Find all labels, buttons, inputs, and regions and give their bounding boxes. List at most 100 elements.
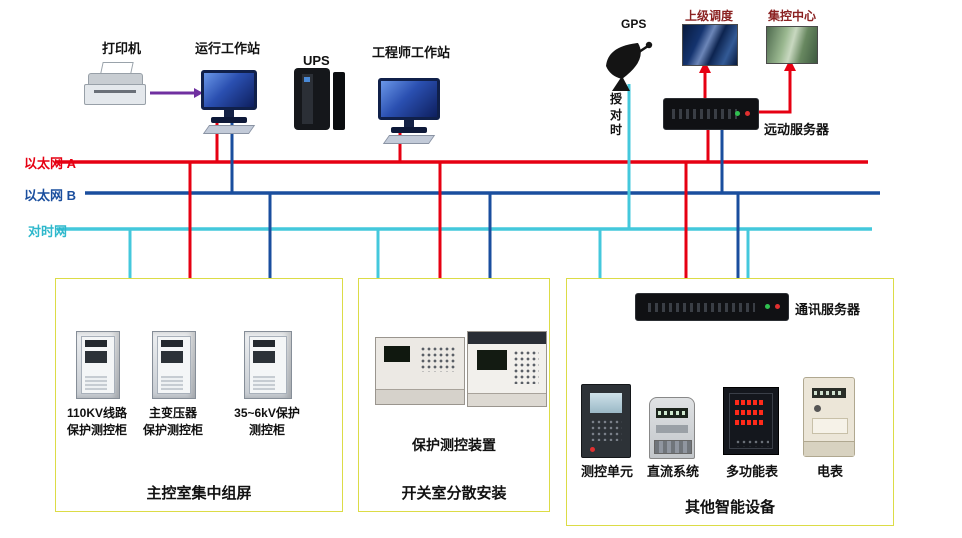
comm-server-leds <box>775 304 780 310</box>
superior-dispatch-photo <box>682 24 738 66</box>
device-buttons <box>513 350 539 384</box>
cabinet-slot <box>253 351 275 363</box>
printer-link-arrowhead <box>194 88 203 98</box>
dc-system-label: 直流系统 <box>646 464 699 479</box>
monitor-stand <box>404 120 414 127</box>
ethernet-a-label: 以太网 A <box>24 156 77 171</box>
electric-meter-label: 电表 <box>816 464 843 479</box>
protection-device-label: 保护测控装置 <box>412 437 496 453</box>
device-screen <box>590 393 622 413</box>
rtu-server-vents <box>671 109 738 120</box>
measure-control-unit-label: 测控单元 <box>580 464 633 479</box>
rtu-server-label: 远动服务器 <box>764 122 830 137</box>
device-top-band <box>468 332 546 344</box>
cabinet-slot <box>161 340 183 347</box>
control-center-photo <box>766 26 818 64</box>
cabinet-110kv-label: 110KV线路 保护测控柜 <box>55 405 139 440</box>
cabinet-35kv-label: 35~6kV保护 测控柜 <box>225 405 309 440</box>
electric-meter-image <box>803 377 855 457</box>
ups-label: UPS <box>303 53 330 68</box>
keyboard <box>382 135 436 144</box>
ups-front-panel <box>302 74 313 124</box>
cabinet-transformer-label-line1: 主变压器 <box>148 406 197 420</box>
cabinet-110kv-image <box>76 331 120 399</box>
printer-body <box>84 84 146 105</box>
device-base <box>468 393 546 406</box>
protection-device-a-image <box>375 337 465 405</box>
main-control-room-zone: 110KV线路 保护测控柜 主变压器 保护测控柜 35~6kV保护 测控柜 主控… <box>55 278 343 512</box>
cabinet-slot <box>161 351 183 363</box>
meter-terminal-cover <box>804 441 854 456</box>
meter-terminals <box>654 440 692 454</box>
device-buttons <box>590 419 622 441</box>
printer-output-slot <box>94 90 136 93</box>
operator-workstation-image <box>198 70 260 134</box>
ups-image <box>290 68 346 130</box>
monitor-screen <box>201 70 257 110</box>
switch-room-title: 开关室分散安装 <box>401 485 507 502</box>
switch-room-zone: 保护测控装置 开关室分散安装 <box>358 278 550 512</box>
cabinet-transformer-image <box>152 331 196 399</box>
time-net-drops <box>128 84 750 278</box>
cabinet-slot <box>85 340 107 347</box>
ups-display <box>304 77 310 82</box>
meter-display <box>656 408 688 418</box>
device-screen <box>384 346 410 362</box>
other-smart-devices-zone: 通讯服务器 测控单元 直流系统 多功能表 电表 其他智能设备 <box>566 278 894 526</box>
superior-dispatch-label: 上级调度 <box>685 9 734 23</box>
monitor-screen <box>378 78 440 120</box>
led-digits-row <box>735 410 765 415</box>
engineer-workstation-image <box>376 78 442 144</box>
device-led <box>590 447 595 452</box>
rtu-server-image <box>663 98 759 130</box>
meter-nameplate <box>656 425 688 433</box>
comm-server-label: 通讯服务器 <box>795 302 861 317</box>
cabinet-slot <box>85 351 107 363</box>
cabinet-110kv-label-line1: 110KV线路 <box>66 406 128 420</box>
control-center-label: 集控中心 <box>768 9 817 23</box>
measure-control-unit-image <box>581 384 631 458</box>
multifunction-meter-label: 多功能表 <box>725 464 778 479</box>
ethernet-b-label: 以太网 B <box>24 188 77 203</box>
main-control-room-title: 主控室集中组屏 <box>146 485 252 502</box>
engineer-workstation-label: 工程师工作站 <box>372 45 451 60</box>
red-up-arrowheads <box>699 59 796 73</box>
rtu-server-leds <box>745 111 750 116</box>
cabinet-110kv-label-line2: 保护测控柜 <box>66 423 127 438</box>
gps-dish-icon <box>606 41 653 91</box>
device-screen <box>477 350 507 370</box>
gps-antenna-image <box>602 38 660 92</box>
meter-digits <box>814 391 844 395</box>
cabinet-vents <box>161 376 183 390</box>
time-net-label: 对时网 <box>28 224 68 239</box>
cabinet-transformer-label-line2: 保护测控柜 <box>142 423 203 438</box>
led-digits-row <box>735 420 765 425</box>
printer-image <box>84 62 146 106</box>
printer-label: 打印机 <box>102 41 142 56</box>
cabinet-35kv-label-line2: 测控柜 <box>248 423 285 438</box>
device-base <box>376 389 464 404</box>
cabinet-35kv-label-line1: 35~6kV保护 <box>234 406 300 420</box>
ups-second-tower <box>333 72 345 130</box>
printer-link <box>150 88 203 98</box>
cabinet-vents <box>253 376 275 390</box>
monitor-stand <box>224 110 234 117</box>
comm-server-image <box>635 293 789 321</box>
gps-label: GPS <box>621 17 647 31</box>
keyboard <box>202 125 256 134</box>
meter-digits <box>658 411 686 415</box>
led-digits-row <box>735 400 765 405</box>
meter-display <box>812 388 846 398</box>
gps-timing-label: 授对时 <box>610 92 625 139</box>
cabinet-transformer-label: 主变压器 保护测控柜 <box>131 405 215 440</box>
other-smart-devices-title: 其他智能设备 <box>684 499 775 516</box>
meter-buttons <box>735 439 769 447</box>
comm-server-vents <box>648 302 755 312</box>
meter-nameplate <box>812 418 848 434</box>
monitor-base <box>211 117 247 123</box>
cabinet-35kv-image <box>244 331 292 399</box>
meter-bezel <box>729 393 773 449</box>
operator-workstation-label: 运行工作站 <box>195 41 261 56</box>
meter-button <box>814 405 821 412</box>
